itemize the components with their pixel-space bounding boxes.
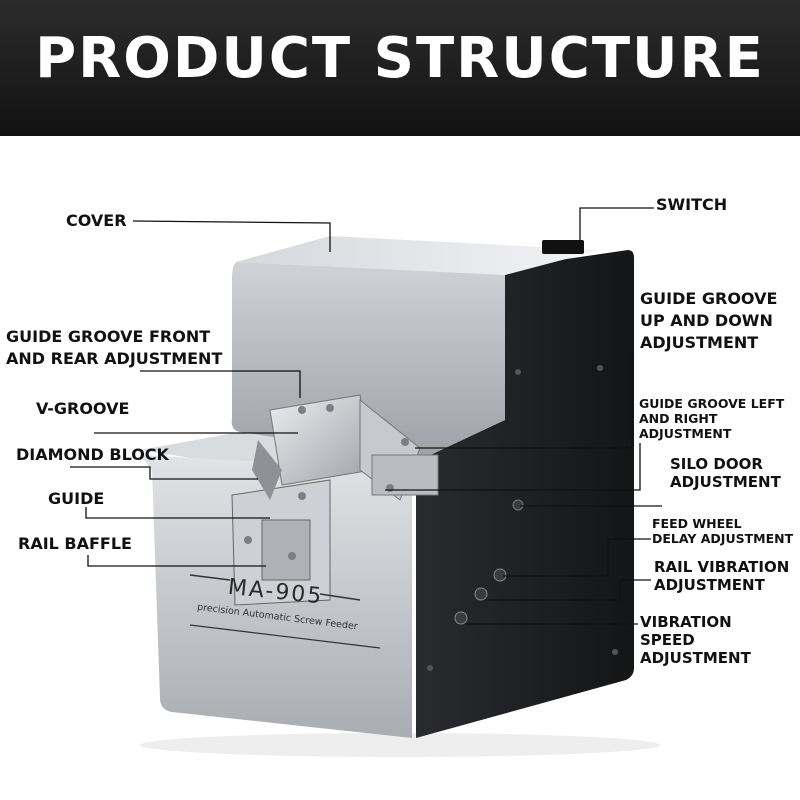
label-feed-wheel-delay: FEED WHEEL DELAY ADJUSTMENT bbox=[652, 516, 794, 546]
diamond-block-leader bbox=[70, 466, 258, 480]
top-lid bbox=[236, 236, 600, 275]
label-rail-vibration: RAIL VIBRATION ADJUSTMENT bbox=[654, 558, 790, 594]
label-switch: SWITCH bbox=[656, 195, 728, 214]
rail-vibration-knob bbox=[474, 587, 488, 601]
adjust-screw bbox=[298, 492, 306, 500]
right-bracket bbox=[371, 454, 439, 496]
adjust-screw bbox=[401, 438, 409, 446]
feed-wheel-knob bbox=[493, 568, 507, 582]
adjust-screw bbox=[288, 552, 296, 560]
side-screw bbox=[612, 649, 618, 655]
power-switch bbox=[542, 240, 584, 254]
label-vibration-speed: VIBRATION SPEED ADJUSTMENT bbox=[640, 613, 751, 667]
adjust-screw bbox=[326, 404, 334, 412]
label-rail-baffle: RAIL BAFFLE bbox=[18, 534, 132, 553]
header-banner: PRODUCT STRUCTURE bbox=[0, 0, 800, 136]
label-guide-groove-front-rear: GUIDE GROOVE FRONT AND REAR ADJUSTMENT bbox=[6, 327, 223, 368]
guide-groove-front-rear-leader bbox=[140, 370, 301, 398]
label-guide: GUIDE bbox=[48, 489, 105, 508]
rail-baffle bbox=[261, 519, 311, 581]
side-screw bbox=[597, 365, 603, 371]
guide-groove-left-right-leader bbox=[385, 443, 641, 491]
silo-door-knob bbox=[512, 499, 524, 511]
adjust-screw bbox=[244, 536, 252, 544]
vibration-speed-knob bbox=[454, 611, 468, 625]
switch-leader bbox=[579, 207, 654, 242]
side-screw bbox=[515, 369, 521, 375]
side-screw bbox=[427, 665, 433, 671]
rail-assembly bbox=[231, 394, 439, 606]
adjust-screw bbox=[386, 484, 394, 492]
diamond-tooth bbox=[252, 440, 282, 500]
floor-shadow bbox=[140, 733, 660, 757]
side-panel bbox=[416, 250, 634, 738]
guide-leader bbox=[85, 507, 270, 519]
page-title: PRODUCT STRUCTURE bbox=[35, 26, 765, 91]
label-guide-groove-left-right: GUIDE GROOVE LEFT AND RIGHT ADJUSTMENT bbox=[639, 396, 785, 441]
cover-leader bbox=[132, 220, 331, 252]
rail-baffle-leader bbox=[87, 555, 266, 567]
label-diamond-block: DIAMOND BLOCK bbox=[16, 445, 169, 464]
label-silo-door: SILO DOOR ADJUSTMENT bbox=[670, 455, 781, 491]
v-groove-block bbox=[269, 394, 373, 486]
rail-vibration-leader bbox=[484, 579, 651, 601]
label-cover: COVER bbox=[66, 211, 127, 230]
adjust-screw bbox=[298, 406, 306, 414]
guide-groove-up-down-leader bbox=[415, 354, 633, 449]
label-guide-groove-up-down: GUIDE GROOVE UP AND DOWN ADJUSTMENT bbox=[640, 289, 778, 352]
label-v-groove: V-GROOVE bbox=[36, 399, 130, 418]
feed-wheel-leader bbox=[503, 538, 651, 577]
